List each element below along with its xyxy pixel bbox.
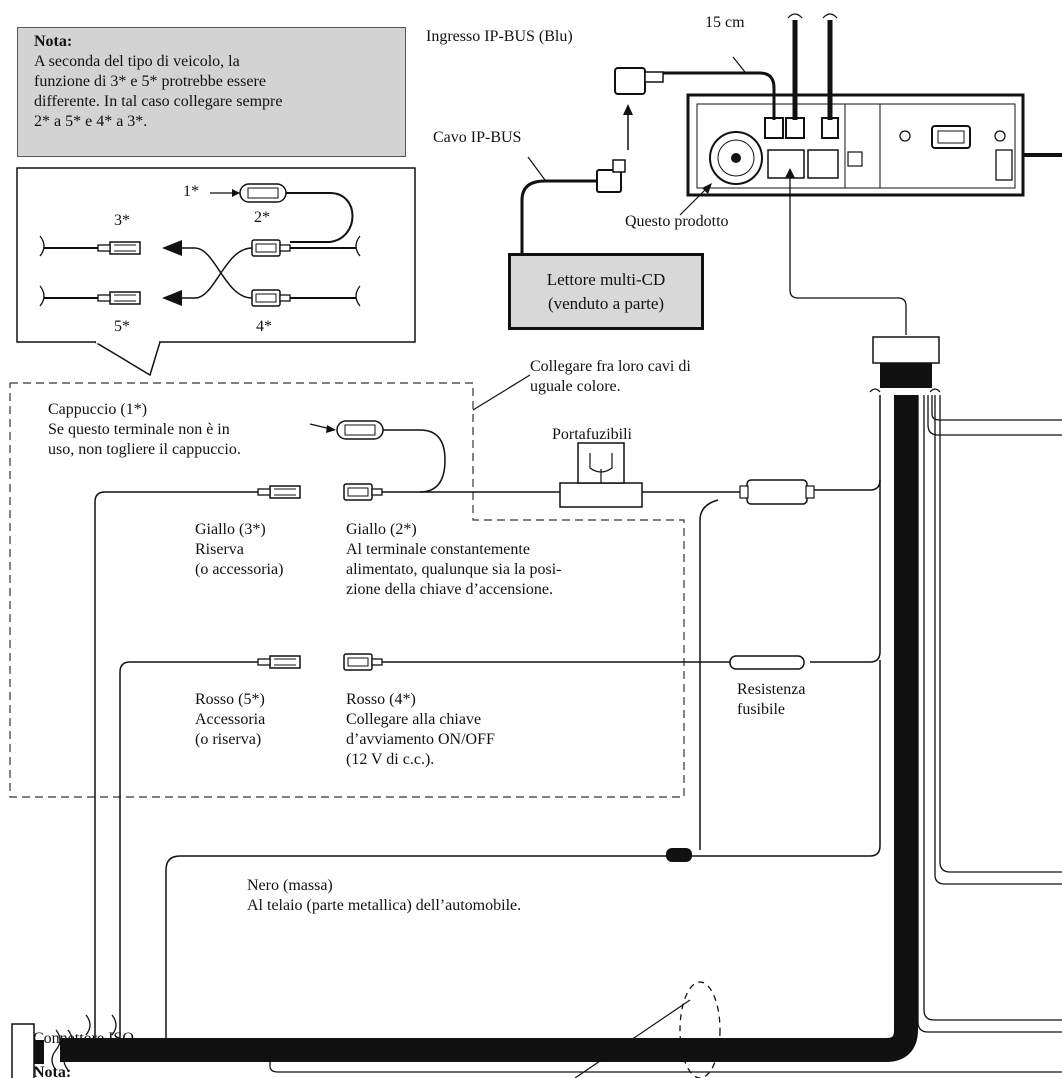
- note-title: Nota:: [34, 33, 73, 50]
- length-label: 15 cm: [705, 14, 745, 31]
- fuse-holder-label: Portafuzibili: [552, 426, 632, 443]
- multi-cd-player-box: Lettore multi-CD (venduto a parte): [508, 253, 704, 330]
- yellow2-label: Giallo (2*) Al terminale constantemente …: [346, 521, 562, 598]
- note-line-2: funzione di 3* e 5* protrebbe essere: [34, 73, 266, 90]
- label-1star: 1*: [183, 183, 199, 200]
- note-line-4: 2* a 5* e 4* a 3*.: [34, 113, 148, 130]
- head-unit: [686, 93, 1062, 197]
- cd-line-2: (venduto a parte): [547, 294, 665, 313]
- yellow3-label: Giallo (3*) Riserva (o accessoria): [195, 521, 284, 578]
- inset-panel: [16, 167, 416, 377]
- iso-connector-label: Connettore ISO: [33, 1030, 134, 1047]
- label-4star: 4*: [256, 318, 272, 335]
- ground-label: Nero (massa) Al telaio (parte metallica)…: [247, 877, 522, 914]
- label-5star: 5*: [114, 318, 130, 335]
- red4-label: Rosso (4*) Collegare alla chiave d’avvia…: [346, 691, 495, 768]
- note-line-3: differente. In tal caso collegare sempre: [34, 93, 283, 110]
- note-bottom-title: Nota:: [33, 1064, 72, 1078]
- label-3star: 3*: [114, 212, 130, 229]
- fuse-resistor-label: Resistenza fusibile: [737, 681, 806, 718]
- ipbus-input-label: Ingresso IP-BUS (Blu): [426, 28, 573, 45]
- label-2star: 2*: [254, 209, 270, 226]
- cap-label: Cappuccio (1*) Se questo terminale non è…: [48, 401, 241, 458]
- same-color-label: Collegare fra loro cavi di uguale colore…: [530, 358, 691, 395]
- ipbus-cable-label: Cavo IP-BUS: [433, 129, 522, 146]
- product-label: Questo prodotto: [625, 213, 729, 230]
- note-top: Nota: A seconda del tipo di veicolo, la …: [17, 27, 406, 157]
- cd-line-1: Lettore multi-CD: [546, 270, 666, 289]
- note-line-1: A seconda del tipo di veicolo, la: [34, 53, 240, 70]
- red5-label: Rosso (5*) Accessoria (o riserva): [195, 691, 266, 748]
